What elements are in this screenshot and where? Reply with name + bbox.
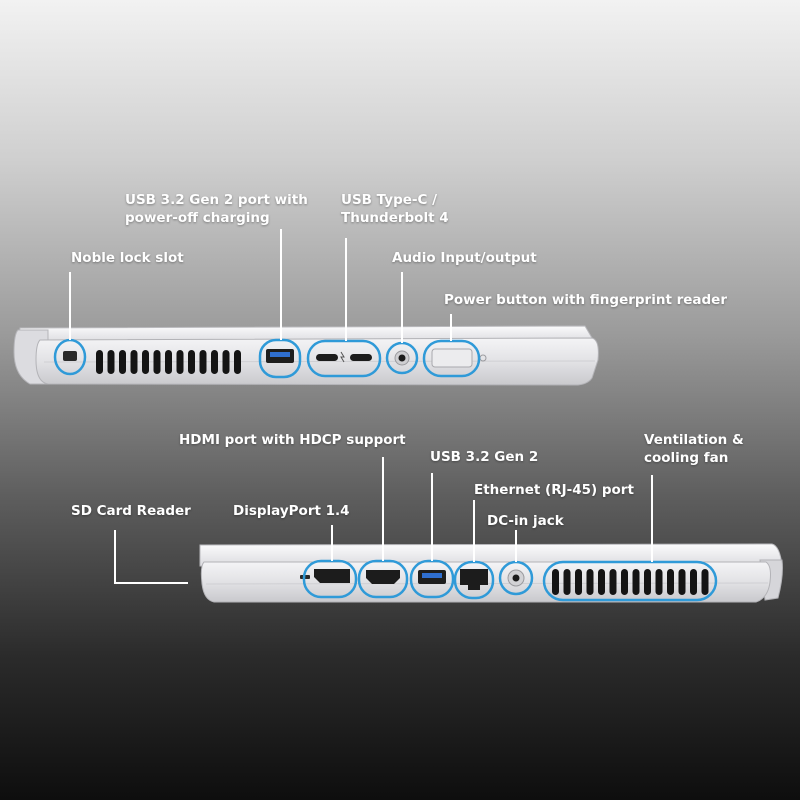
left-vent-slot [107, 350, 115, 374]
laptop-left-side-view [13, 229, 599, 386]
label-usb32-gen2-charging-line1: USB 3.2 Gen 2 port with [125, 192, 308, 208]
label-hdmi: HDMI port with HDCP support [179, 432, 406, 448]
left-vent-slot [234, 350, 241, 374]
right-vent-slot [621, 569, 628, 595]
left-vent-slots [96, 350, 241, 374]
label-usb32-gen2: USB 3.2 Gen 2 [430, 449, 539, 465]
usb-c-port-2 [350, 354, 372, 361]
label-ethernet: Ethernet (RJ-45) port [474, 482, 634, 498]
label-vent: Ventilation & cooling fan [644, 431, 744, 467]
thunderbolt-icon [340, 351, 345, 363]
left-vent-slot [96, 350, 103, 374]
left-vent-slot [211, 350, 218, 374]
displayport-port [314, 569, 350, 583]
left-vent-slot [199, 350, 207, 374]
right-vent-slot [563, 569, 571, 595]
right-vent-slot [678, 569, 686, 595]
right-vent-slot [655, 569, 663, 595]
right-vent-slot [598, 569, 605, 595]
label-audio: Audio Input/output [392, 250, 537, 266]
label-usb-c-thunderbolt: USB Type-C / Thunderbolt 4 [341, 191, 449, 227]
label-vent-line2: cooling fan [644, 450, 729, 466]
label-dc-in: DC-in jack [487, 513, 564, 529]
left-vent-slot [222, 350, 230, 374]
left-vent-slot [142, 350, 149, 374]
laptop-right-side-view [114, 457, 783, 603]
left-vent-slot [119, 350, 126, 374]
label-displayport: DisplayPort 1.4 [233, 503, 350, 519]
label-usb32-gen2-charging-line2: power-off charging [125, 210, 270, 226]
left-vent-slot [130, 350, 138, 374]
right-vent-slot [632, 569, 640, 595]
right-vent-slot [609, 569, 617, 595]
left-vent-slot [176, 350, 184, 374]
label-vent-line1: Ventilation & [644, 432, 744, 448]
right-vent-slot [701, 569, 709, 595]
left-vent-slot [165, 350, 172, 374]
right-vent-slot [667, 569, 674, 595]
label-power-button: Power button with fingerprint reader [444, 292, 727, 308]
right-vent-slots [552, 569, 709, 595]
right-vent-slot [575, 569, 582, 595]
ethernet-port [460, 569, 488, 590]
lock-slot-port [63, 351, 77, 361]
hdmi-port [366, 570, 400, 584]
label-lock-slot: Noble lock slot [71, 250, 184, 266]
right-vent-slot [690, 569, 697, 595]
callout-ring-usb-c [306, 339, 382, 378]
label-usb32-gen2-charging: USB 3.2 Gen 2 port with power-off chargi… [125, 191, 308, 227]
left-vent-slot [153, 350, 161, 374]
right-vent-slot [644, 569, 651, 595]
left-vent-slot [188, 350, 195, 374]
label-usb-c-thunderbolt-line1: USB Type-C / [341, 192, 438, 208]
callout-ring-displayport [302, 559, 358, 599]
right-vent-slot [552, 569, 559, 595]
label-sd-card: SD Card Reader [71, 503, 191, 519]
power-button [431, 348, 473, 368]
label-usb-c-thunderbolt-line2: Thunderbolt 4 [341, 210, 449, 226]
right-vent-slot [586, 569, 594, 595]
usb-c-port-1 [316, 354, 338, 361]
callout-ring-vent [542, 560, 718, 602]
